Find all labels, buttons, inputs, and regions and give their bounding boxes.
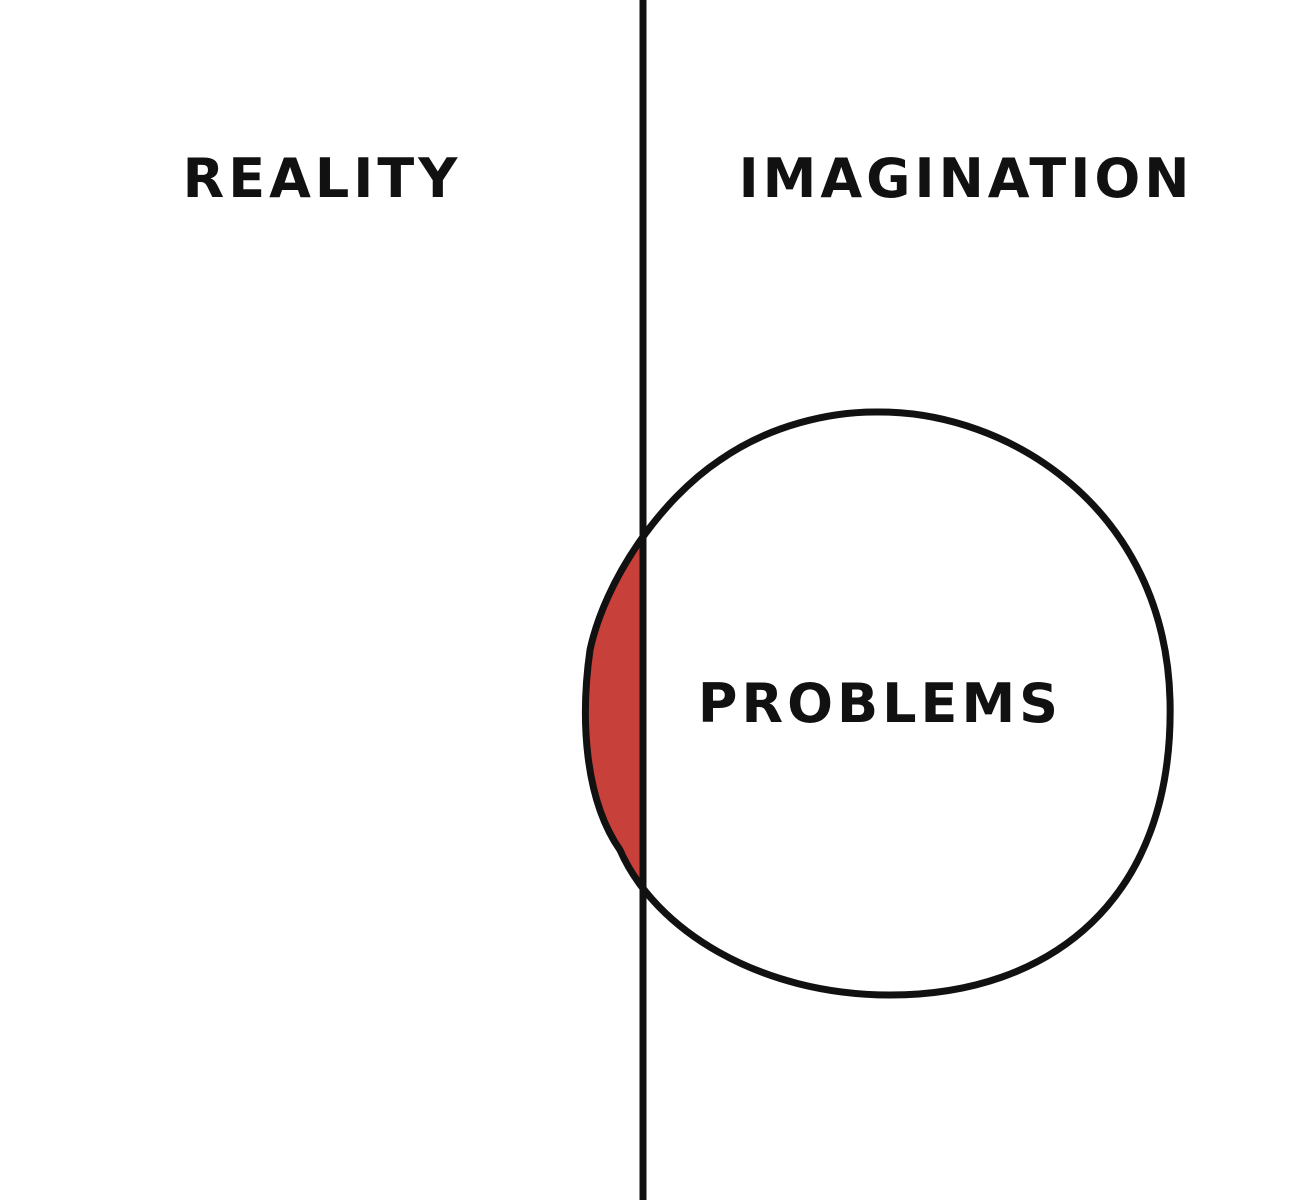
problems-label: PROBLEMS: [698, 672, 1062, 735]
problems-circle: [581, 408, 1174, 999]
imagination-label: IMAGINATION: [739, 147, 1194, 210]
reality-label: REALITY: [183, 147, 462, 210]
